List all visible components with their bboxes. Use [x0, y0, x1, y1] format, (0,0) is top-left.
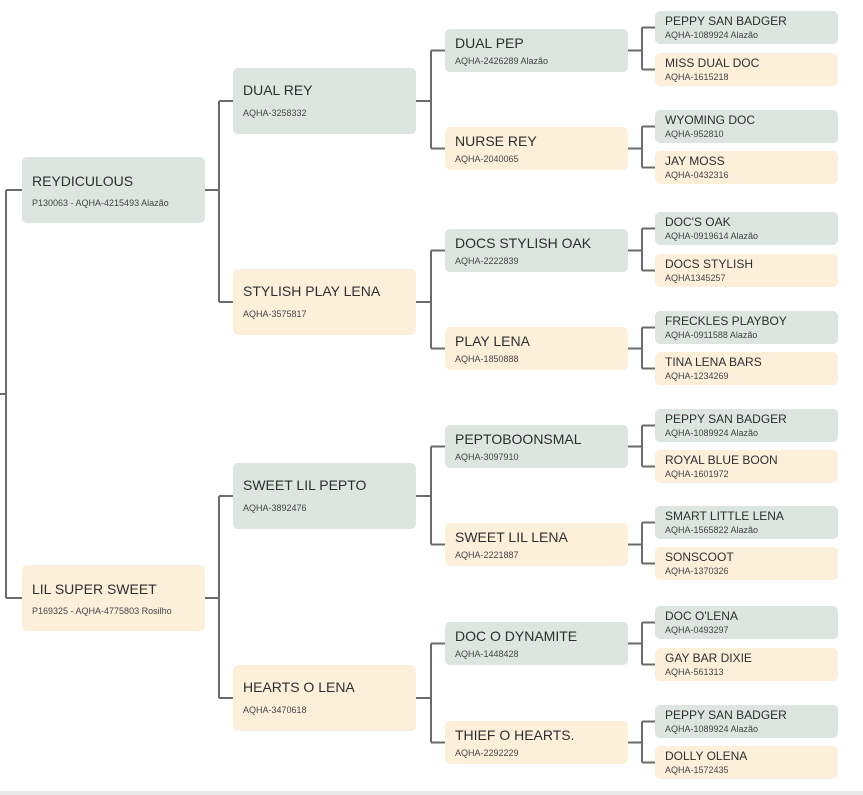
horse-registration: AQHA-3892476 — [243, 503, 307, 513]
gen3-dam-box[interactable]: SWEET LIL LENA AQHA-2221887 — [445, 523, 628, 566]
horse-registration: AQHA-2040065 — [455, 154, 519, 164]
horse-name: PEPPY SAN BADGER — [665, 708, 787, 722]
horse-name: DOC O DYNAMITE — [455, 628, 578, 644]
horse-registration: AQHA-1089924 Alazão — [665, 724, 759, 734]
gen2-sire-box[interactable]: SWEET LIL PEPTO AQHA-3892476 — [233, 463, 416, 529]
gen2-dam-box[interactable]: STYLISH PLAY LENA AQHA-3575817 — [233, 269, 416, 335]
gen4-sire-box[interactable]: FRECKLES PLAYBOY AQHA-0911588 Alazão — [655, 311, 838, 344]
horse-registration: AQHA-1572435 — [665, 765, 729, 775]
gen4-sire-box[interactable]: PEPPY SAN BADGER AQHA-1089924 Alazão — [655, 705, 838, 738]
gen2-dam-box[interactable]: HEARTS O LENA AQHA-3470618 — [233, 665, 416, 731]
horse-name: MISS DUAL DOC — [665, 56, 760, 70]
horse-registration: AQHA-2292229 — [455, 748, 519, 758]
horse-registration: AQHA-3097910 — [455, 452, 519, 462]
horse-registration: AQHA-1850888 — [455, 354, 519, 364]
horse-name: THIEF O HEARTS. — [455, 727, 575, 743]
gen4-dam-box[interactable]: TINA LENA BARS AQHA-1234269 — [655, 352, 838, 385]
horse-name: PEPPY SAN BADGER — [665, 14, 787, 28]
horse-registration: AQHA-1448428 — [455, 649, 519, 659]
gen4-dam-box[interactable]: MISS DUAL DOC AQHA-1615218 — [655, 53, 838, 86]
horse-registration: AQHA-0911588 Alazão — [665, 330, 758, 340]
horse-name: PEPPY SAN BADGER — [665, 412, 787, 426]
gen3-sire-box[interactable]: DUAL PEP AQHA-2426289 Alazão — [445, 29, 628, 72]
horse-name: TINA LENA BARS — [665, 355, 762, 369]
gen3-dam-box[interactable]: NURSE REY AQHA-2040065 — [445, 127, 628, 170]
horse-name: WYOMING DOC — [665, 113, 755, 127]
gen4-dam-box[interactable]: SONSCOOT AQHA-1370326 — [655, 547, 838, 580]
horse-name: FRECKLES PLAYBOY — [665, 314, 787, 328]
horse-name: ROYAL BLUE BOON — [665, 453, 778, 467]
horse-registration: P169325 - AQHA-4775803 Rosilho — [32, 606, 172, 616]
horse-name: PLAY LENA — [455, 333, 530, 349]
horse-name: GAY BAR DIXIE — [665, 651, 752, 665]
gen2-sire-box[interactable]: DUAL REY AQHA-3258332 — [233, 68, 416, 134]
horse-registration: AQHA-1234269 — [665, 371, 729, 381]
horse-registration: AQHA-0919614 Alazão — [665, 231, 759, 241]
horse-registration: AQHA-3575817 — [243, 309, 307, 319]
horse-registration: AQHA-2222839 — [455, 256, 519, 266]
gen4-dam-box[interactable]: DOLLY OLENA AQHA-1572435 — [655, 746, 838, 779]
gen1-dam-box[interactable]: LIL SUPER SWEET P169325 - AQHA-4775803 Ro… — [22, 565, 205, 631]
gen4-sire-box[interactable]: SMART LITTLE LENA AQHA-1565822 Alazão — [655, 506, 838, 539]
gen4-dam-box[interactable]: ROYAL BLUE BOON AQHA-1601972 — [655, 450, 838, 483]
horse-name: JAY MOSS — [665, 154, 725, 168]
gen4-sire-box[interactable]: DOC O'LENA AQHA-0493297 — [655, 606, 838, 639]
horse-registration: AQHA-3470618 — [243, 705, 307, 715]
horse-registration: P130063 - AQHA-4215493 Alazão — [32, 198, 169, 208]
gen4-sire-box[interactable]: PEPPY SAN BADGER AQHA-1089924 Alazão — [655, 409, 838, 442]
horse-registration: AQHA-561313 — [665, 667, 724, 677]
horse-registration: AQHA-0432316 — [665, 170, 729, 180]
gen3-dam-box[interactable]: THIEF O HEARTS. AQHA-2292229 — [445, 721, 628, 764]
horse-registration: AQHA-3258332 — [243, 108, 307, 118]
horse-registration: AQHA-1615218 — [665, 72, 729, 82]
gen4-sire-box[interactable]: DOC'S OAK AQHA-0919614 Alazão — [655, 212, 838, 245]
gen3-sire-box[interactable]: DOCS STYLISH OAK AQHA-2222839 — [445, 229, 628, 272]
horse-registration: AQHA-1601972 — [665, 469, 729, 479]
horse-registration: AQHA-2426289 Alazão — [455, 56, 549, 66]
gen3-sire-box[interactable]: PEPTOBOONSMAL AQHA-3097910 — [445, 425, 628, 468]
horse-name: REYDICULOUS — [32, 173, 134, 189]
bottom-scroll-strip — [0, 791, 863, 795]
horse-name: DUAL REY — [243, 82, 313, 98]
horse-name: LIL SUPER SWEET — [32, 581, 157, 597]
horse-name: HEARTS O LENA — [243, 679, 355, 695]
horse-name: SMART LITTLE LENA — [665, 509, 784, 523]
gen4-sire-box[interactable]: WYOMING DOC AQHA-952810 — [655, 110, 838, 143]
horse-name: STYLISH PLAY LENA — [243, 283, 381, 299]
horse-registration: AQHA-952810 — [665, 129, 724, 139]
horse-registration: AQHA-1565822 Alazão — [665, 525, 759, 535]
horse-name: DOLLY OLENA — [665, 749, 748, 763]
horse-name: DUAL PEP — [455, 35, 524, 51]
horse-registration: AQHA1345257 — [665, 273, 726, 283]
horse-name: SONSCOOT — [665, 550, 734, 564]
gen4-dam-box[interactable]: JAY MOSS AQHA-0432316 — [655, 151, 838, 184]
horse-registration: AQHA-2221887 — [455, 550, 519, 560]
gen4-dam-box[interactable]: GAY BAR DIXIE AQHA-561313 — [655, 648, 838, 681]
horse-registration: AQHA-1370326 — [665, 566, 729, 576]
horse-name: DOCS STYLISH — [665, 257, 754, 271]
gen4-sire-box[interactable]: PEPPY SAN BADGER AQHA-1089924 Alazão — [655, 11, 838, 44]
horse-name: DOC O'LENA — [665, 609, 738, 623]
gen4-dam-box[interactable]: DOCS STYLISH AQHA1345257 — [655, 254, 838, 287]
horse-name: SWEET LIL LENA — [455, 529, 568, 545]
horse-registration: AQHA-1089924 Alazão — [665, 30, 759, 40]
gen1-sire-box[interactable]: REYDICULOUS P130063 - AQHA-4215493 Alazão — [22, 157, 205, 223]
horse-name: DOC'S OAK — [665, 215, 731, 229]
horse-name: DOCS STYLISH OAK — [455, 235, 592, 251]
gen3-sire-box[interactable]: DOC O DYNAMITE AQHA-1448428 — [445, 622, 628, 665]
horse-name: PEPTOBOONSMAL — [455, 431, 582, 447]
horse-name: NURSE REY — [455, 133, 537, 149]
horse-registration: AQHA-0493297 — [665, 625, 729, 635]
gen3-dam-box[interactable]: PLAY LENA AQHA-1850888 — [445, 327, 628, 370]
horse-name: SWEET LIL PEPTO — [243, 477, 367, 493]
horse-registration: AQHA-1089924 Alazão — [665, 428, 759, 438]
